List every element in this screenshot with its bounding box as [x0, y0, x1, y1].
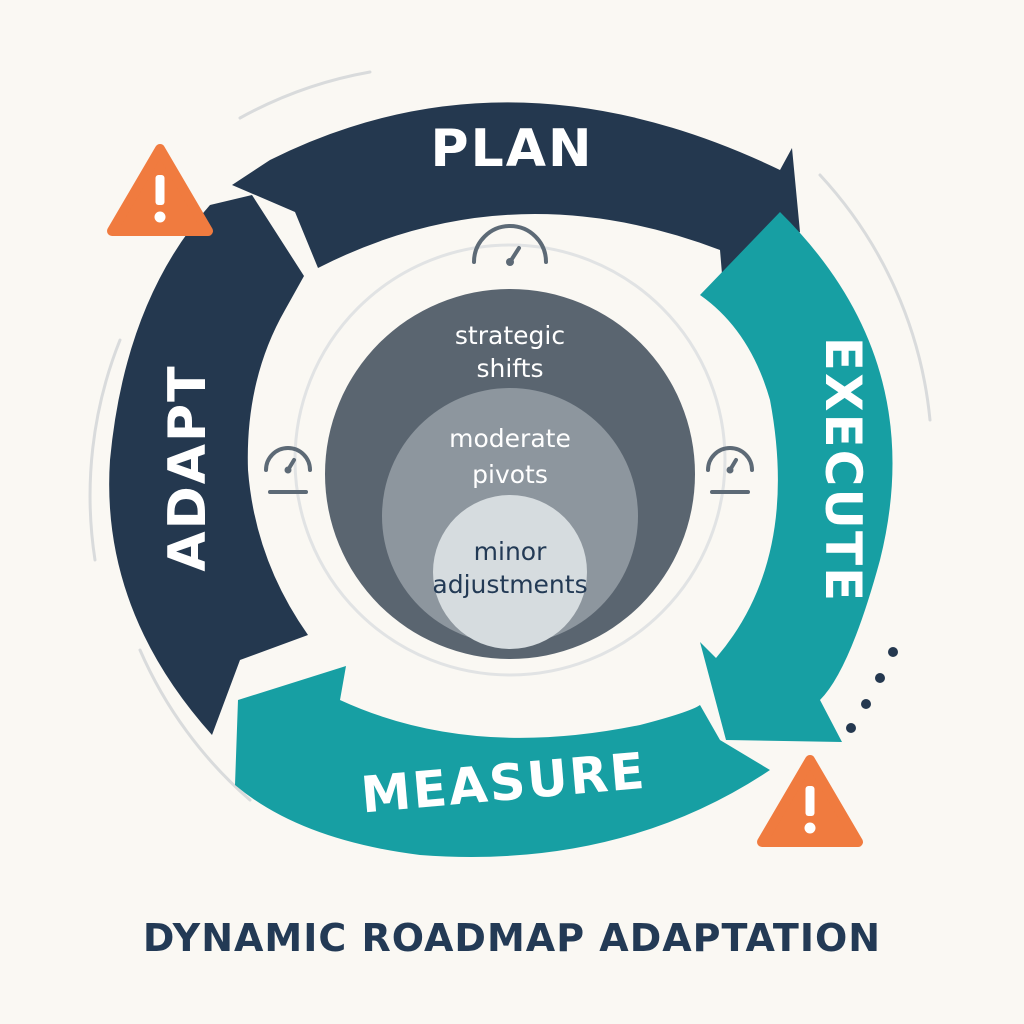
core-levels — [325, 289, 695, 659]
adapt-label: ADAPT — [158, 364, 218, 571]
core-minor-line2: adjustments — [432, 570, 587, 599]
execute-label: EXECUTE — [814, 337, 872, 603]
outer-ring-arc-right — [818, 173, 932, 422]
gauge-icon — [472, 224, 548, 266]
core-strategic-line1: strategic — [455, 321, 565, 350]
core-strategic-line2: shifts — [476, 354, 543, 383]
execute-arrow — [700, 212, 893, 742]
warning-triangle-icon — [107, 144, 213, 236]
measure-arrow — [235, 666, 770, 857]
gauge-icon — [264, 446, 312, 494]
plan-label: PLAN — [430, 119, 593, 179]
warning-triangle-icon — [757, 755, 863, 847]
core-moderate-line2: pivots — [472, 460, 548, 489]
core-minor-line1: minor — [474, 537, 547, 566]
core-minor-adjustments — [433, 495, 587, 649]
dotted-trail — [846, 647, 898, 733]
outer-ring-arc-left — [88, 338, 122, 562]
outer-ring-arc-bottom — [138, 648, 252, 802]
plan-arrow — [232, 102, 800, 275]
cycle-arrows — [109, 102, 893, 857]
gauge-icon — [706, 446, 754, 494]
adapt-arrow — [109, 195, 308, 735]
diagram-title: DYNAMIC ROADMAP ADAPTATION — [142, 916, 882, 960]
outer-ring-arc-top — [238, 70, 372, 120]
core-moderate-line1: moderate — [449, 424, 571, 453]
